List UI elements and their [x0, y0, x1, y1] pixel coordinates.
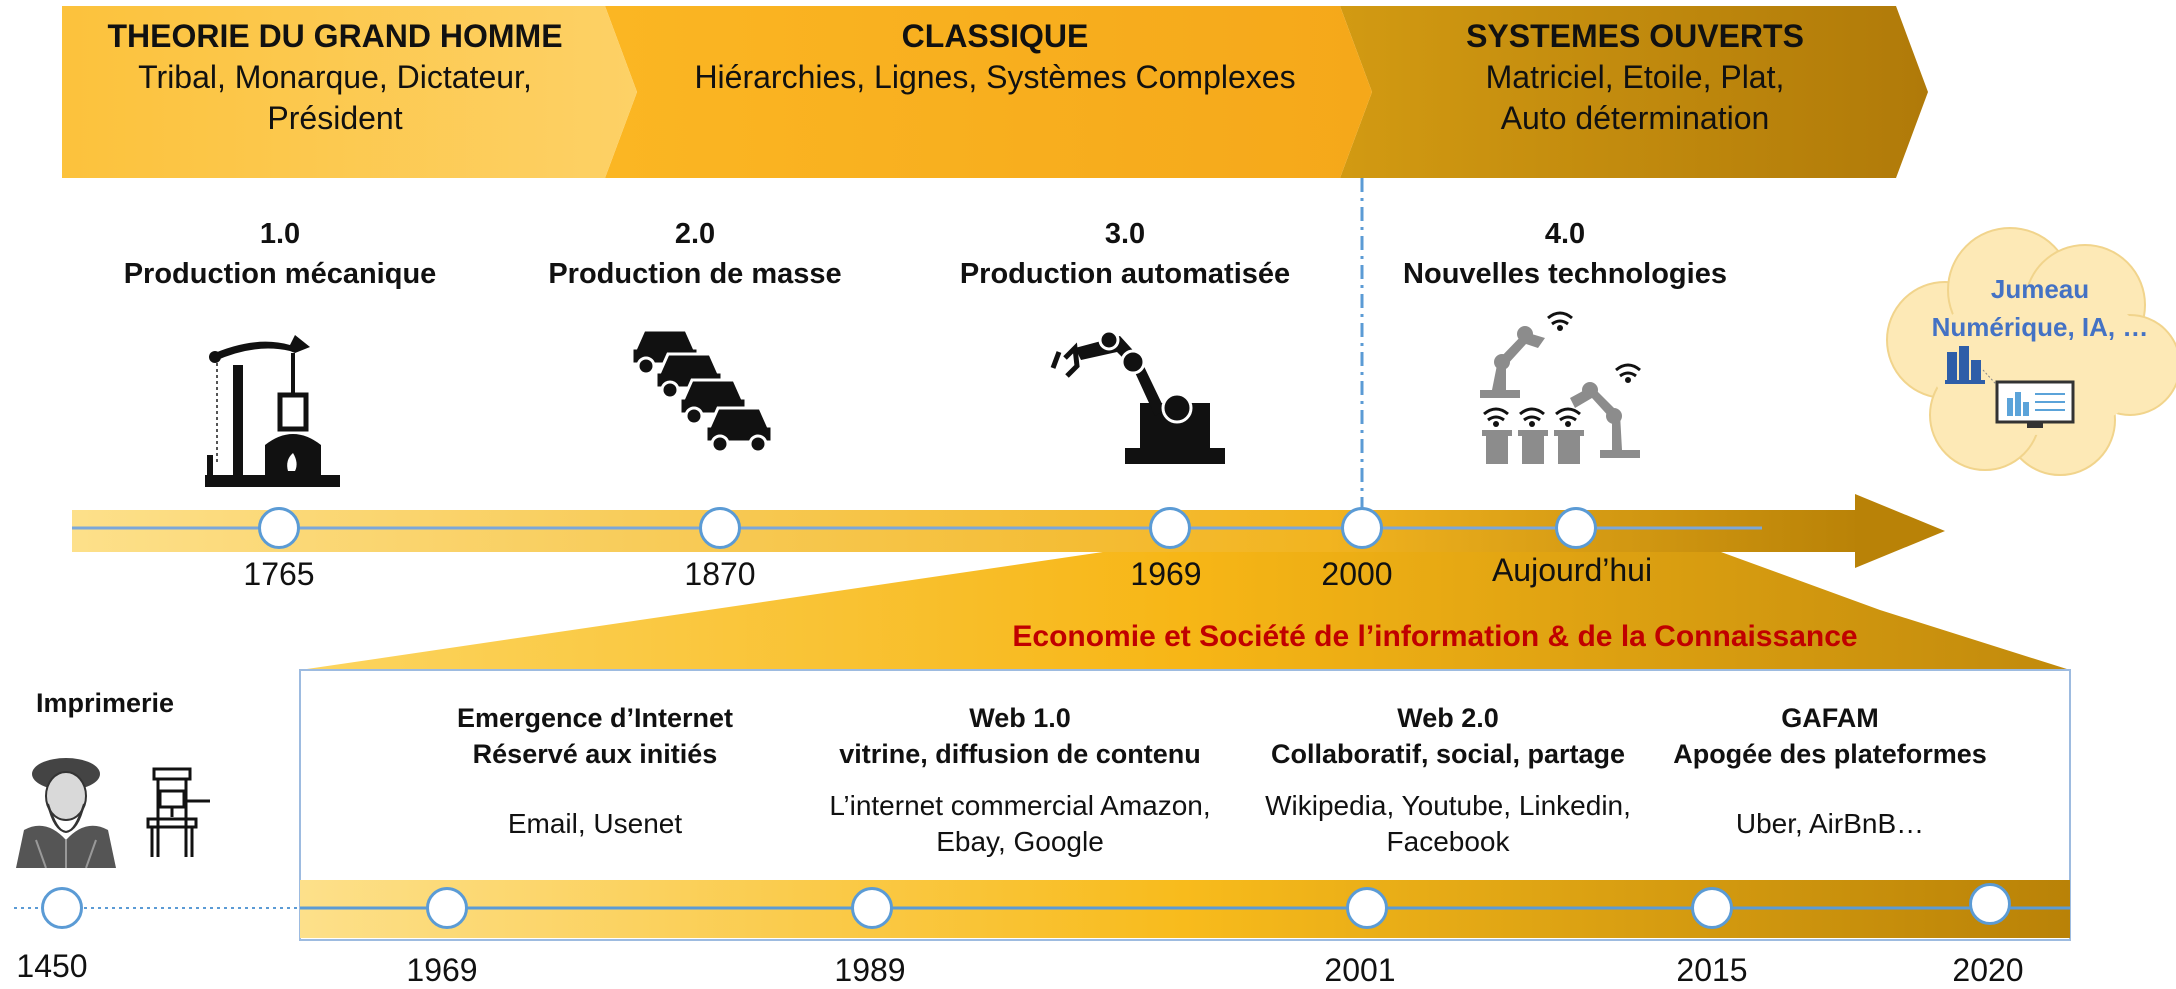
revolution-3-version: 3.0 [1104, 218, 1146, 250]
phase-4-desc1: Uber, AirBnB… [1735, 808, 1925, 839]
top-node-1870 [699, 507, 741, 549]
phase-3-title2: Collaboratif, social, partage [1270, 739, 1626, 769]
digital-twin-icon [1945, 346, 2075, 428]
top-node-2000 [1341, 507, 1383, 549]
society-title: Economie et Société de l’information & d… [1012, 620, 1858, 653]
cloud-text: Jumeau Numérique, IA, … [1890, 270, 2176, 346]
cars-icon [632, 328, 774, 454]
era-arrow-1 [62, 6, 637, 178]
top-node-1969 [1149, 507, 1191, 549]
phase-4-title1: GAFAM [1781, 703, 1879, 733]
revolution-2: 2.0 Production de masse [525, 214, 865, 294]
revolution-4-version: 4.0 [1544, 218, 1586, 250]
printing-year: 1450 [16, 948, 88, 984]
robot-arm-icon [1050, 329, 1225, 464]
era-arrow-2 [605, 6, 1372, 178]
top-node-1765 [258, 507, 300, 549]
era-2-text: CLASSIQUE Hiérarchies, Lignes, Systèmes … [640, 18, 1350, 96]
revolution-2-label: Production de masse [548, 258, 842, 290]
connected-robots-icon [1480, 311, 1641, 464]
era-3-title: SYSTEMES OUVERTS [1466, 18, 1804, 54]
phase-3-desc1: Wikipedia, Youtube, Linkedin, [1265, 790, 1631, 821]
bottom-node-1989 [851, 887, 893, 929]
phase-2-title1: Web 1.0 [969, 703, 1071, 733]
era-1-text: THEORIE DU GRAND HOMME Tribal, Monarque,… [70, 18, 600, 137]
bottom-node-1969 [426, 887, 468, 929]
top-year-1765: 1765 [243, 556, 315, 592]
era-1-title: THEORIE DU GRAND HOMME [107, 18, 563, 54]
phase-2-desc1: L’internet commercial Amazon, [829, 790, 1211, 821]
cloud-line2: Numérique, IA, … [1931, 312, 2149, 342]
phase-2-title2: vitrine, diffusion de contenu [839, 739, 1201, 769]
revolution-1: 1.0 Production mécanique [90, 214, 470, 294]
bottom-node-2020 [1969, 883, 2011, 925]
revolution-3-label: Production automatisée [959, 258, 1291, 290]
steam-engine-icon [205, 335, 340, 487]
bottom-node-2015 [1691, 887, 1733, 929]
revolution-2-version: 2.0 [674, 218, 716, 250]
bottom-year-2001: 2001 [1324, 952, 1396, 988]
era-3-text: SYSTEMES OUVERTS Matriciel, Etoile, Plat… [1380, 18, 1890, 137]
revolution-3: 3.0 Production automatisée [935, 214, 1315, 294]
bottom-year-2015: 2015 [1676, 952, 1748, 988]
phase-3-title1: Web 2.0 [1397, 703, 1499, 733]
top-year-1969: 1969 [1130, 556, 1202, 592]
top-year-2000: 2000 [1321, 556, 1393, 592]
era-arrow-3 [1340, 6, 1928, 178]
phase-3: Web 2.0 Collaboratif, social, partage Wi… [1248, 700, 1648, 860]
revolution-1-version: 1.0 [259, 218, 301, 250]
cloud-line1: Jumeau [1990, 274, 2090, 304]
era-1-sub2: Président [267, 100, 403, 136]
revolution-4-label: Nouvelles technologies [1403, 258, 1727, 290]
top-year-today: Aujourd’hui [1491, 552, 1653, 588]
bottom-year-1989: 1989 [834, 952, 906, 988]
top-year-1870: 1870 [684, 556, 756, 592]
phase-2-desc2: Ebay, Google [936, 826, 1104, 857]
era-2-title: CLASSIQUE [901, 18, 1089, 54]
printing-node-1450 [41, 887, 83, 929]
phase-3-desc2: Facebook [1386, 826, 1510, 857]
revolution-1-label: Production mécanique [123, 258, 437, 290]
phase-1-title1: Emergence d’Internet [456, 703, 734, 733]
bottom-node-2001 [1346, 887, 1388, 929]
phase-4-title2: Apogée des plateformes [1673, 739, 1987, 769]
era-1-sub1: Tribal, Monarque, Dictateur, [138, 59, 532, 95]
zoom-fan [300, 548, 2070, 670]
gutenberg-portrait-icon [16, 758, 116, 868]
bottom-year-1969: 1969 [406, 952, 478, 988]
phase-2: Web 1.0 vitrine, diffusion de contenu L’… [800, 700, 1240, 860]
printing-label: Imprimerie [35, 688, 175, 718]
phase-1-desc1: Email, Usenet [507, 808, 683, 839]
phase-1-title2: Réservé aux initiés [472, 739, 718, 769]
revolution-4: 4.0 Nouvelles technologies [1380, 214, 1750, 294]
top-node-today [1555, 507, 1597, 549]
era-3-sub2: Auto détermination [1500, 100, 1770, 136]
printing-press-icon [146, 767, 210, 857]
phase-1: Emergence d’Internet Réservé aux initiés… [395, 700, 795, 840]
top-timeline-arrowhead [1855, 494, 1945, 568]
era-3-sub1: Matriciel, Etoile, Plat, [1485, 59, 1785, 95]
era-2-sub1: Hiérarchies, Lignes, Systèmes Complexes [694, 59, 1296, 95]
bottom-year-2020: 2020 [1952, 952, 2024, 988]
phase-4: GAFAM Apogée des plateformes Uber, AirBn… [1640, 700, 2020, 840]
